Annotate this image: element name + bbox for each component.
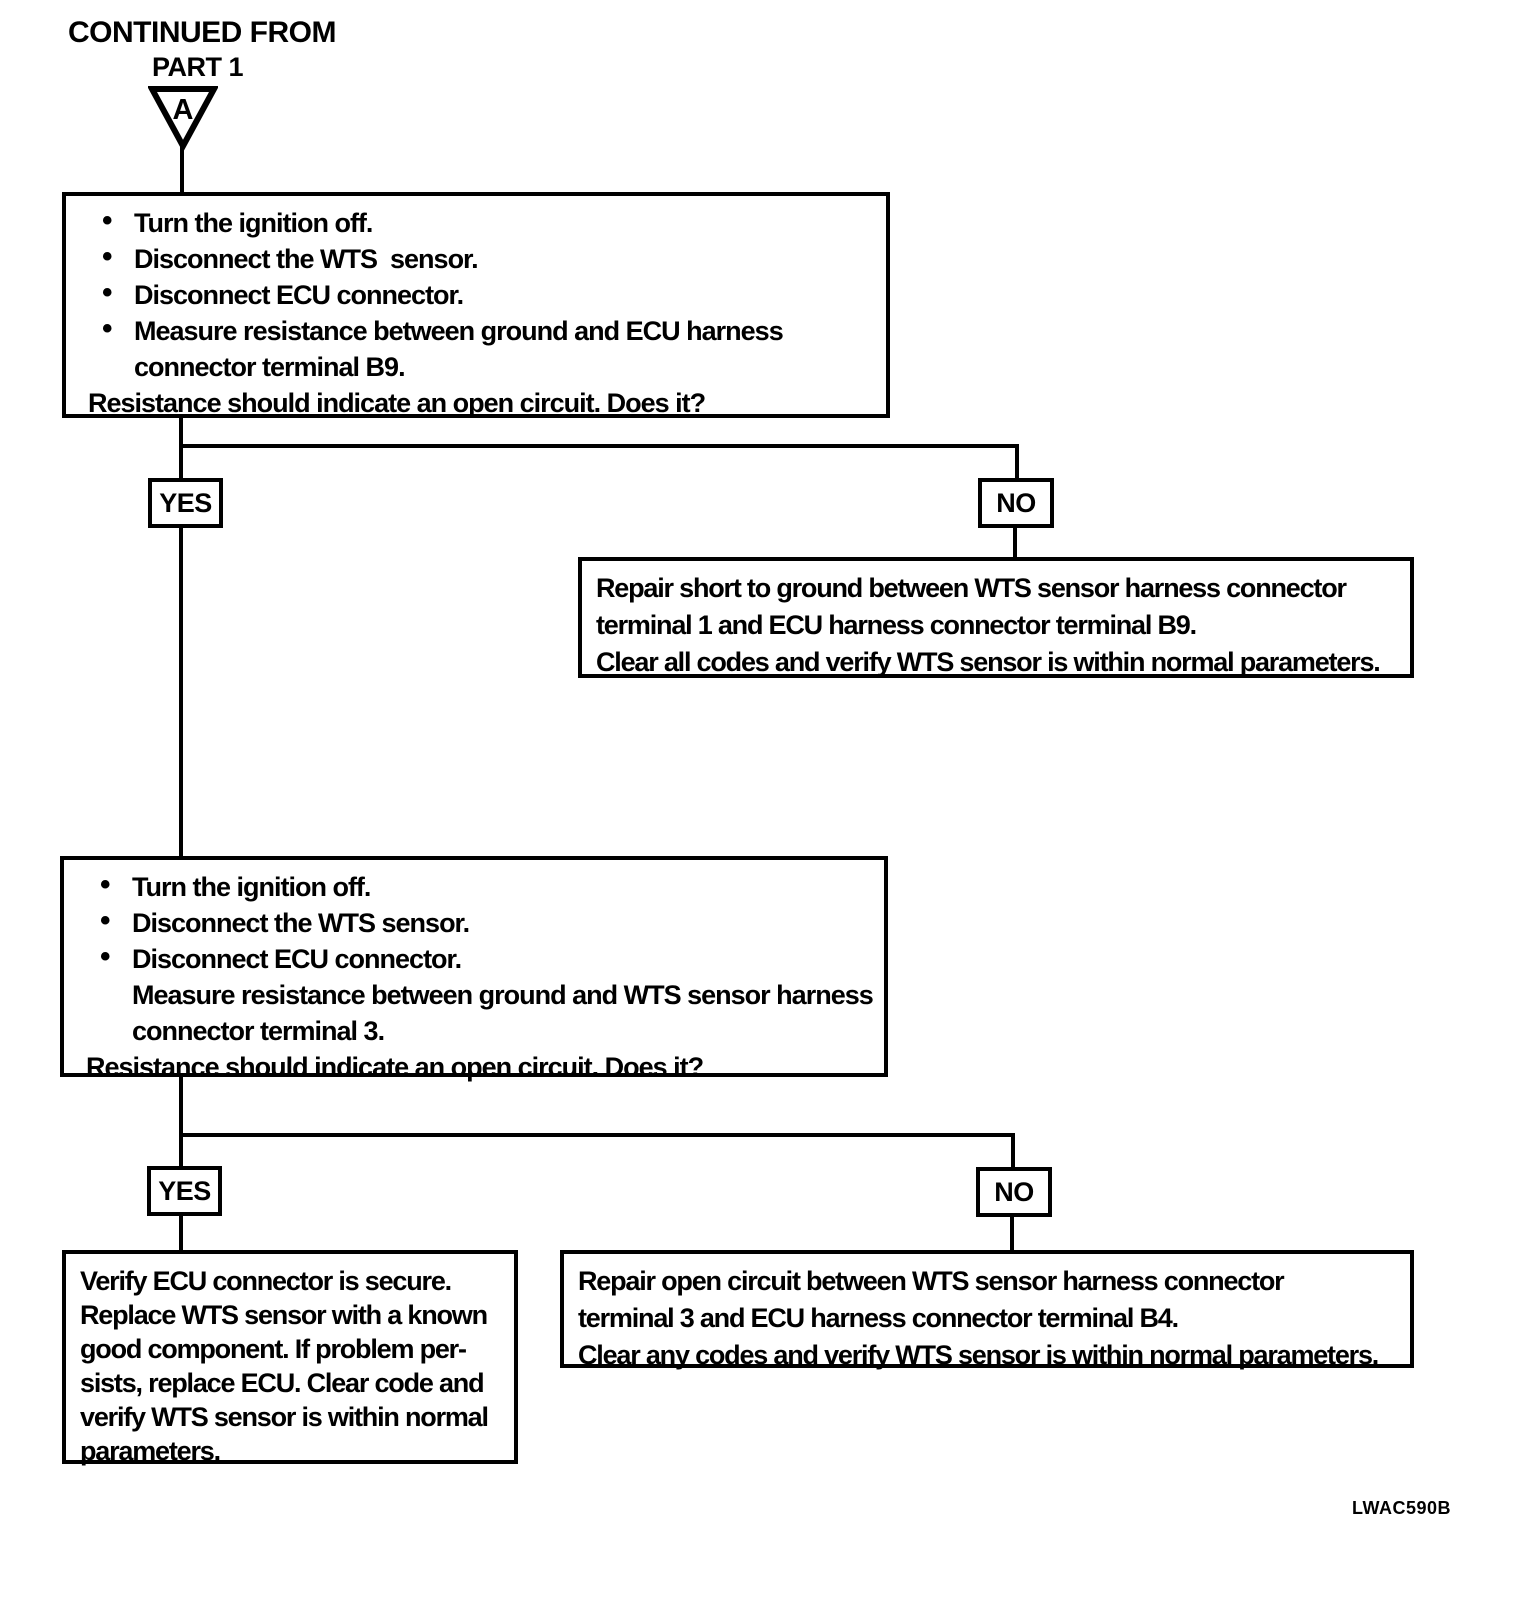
line-decision1-to-no1 <box>1015 448 1019 478</box>
box-text-row: Clear all codes and verify WTS sensor is… <box>596 647 1381 677</box>
result-yes2-text: Verify ECU connector is secure. Replace W… <box>66 1254 514 1468</box>
line-no2-to-result <box>1010 1217 1014 1252</box>
box-text-row: Measure resistance between ground and EC… <box>88 311 882 349</box>
continued-from-label: CONTINUED FROM <box>68 16 336 49</box>
line-yes1-to-step2 <box>179 527 183 857</box>
result-no1-text: Repair short to ground between WTS senso… <box>582 561 1410 681</box>
yes1-label: YES <box>159 487 212 518</box>
box-text-row: Disconnect ECU connector. <box>86 939 880 977</box>
figure-code: LWAC590B <box>1352 1498 1452 1518</box>
box-text-row: Resistance should indicate an open circu… <box>86 1052 704 1082</box>
box-text-row: terminal 1 and ECU harness connector ter… <box>596 610 1197 640</box>
box-text-row: Turn the ignition off. <box>88 203 882 241</box>
step1-text: Turn the ignition off.Disconnect the WTS… <box>66 196 886 421</box>
result-no1-box: Repair short to ground between WTS senso… <box>578 557 1414 678</box>
result-yes2-box: Verify ECU connector is secure. Replace W… <box>62 1250 518 1466</box>
box-text-row: Disconnect ECU connector. <box>88 275 882 313</box>
box-text-row: connector terminal 3. <box>132 1016 385 1046</box>
yes2-tag: YES <box>147 1166 222 1216</box>
box-text-row: Disconnect the WTS sensor. <box>86 903 880 941</box>
box-text-row: Clear any codes and verify WTS sensor is… <box>578 1340 1379 1370</box>
line-yes2-to-result <box>179 1216 183 1252</box>
box-text-row: parameters. <box>80 1436 221 1466</box>
offpage-connector-a-icon: A <box>148 86 218 151</box>
step1-box: Turn the ignition off.Disconnect the WTS… <box>62 192 890 418</box>
box-text-row: verify WTS sensor is within normal <box>80 1402 489 1432</box>
box-text-row: Resistance should indicate an open circu… <box>88 388 706 418</box>
no2-label: NO <box>994 1176 1034 1207</box>
line-a-to-step1 <box>180 145 184 194</box>
box-text-row: terminal 3 and ECU harness connector ter… <box>578 1303 1179 1333</box>
yes1-tag: YES <box>148 478 223 528</box>
no1-tag: NO <box>978 478 1054 528</box>
box-text-row: Turn the ignition off. <box>86 867 880 905</box>
box-text-row: Verify ECU connector is secure. <box>80 1266 452 1296</box>
line-step1-to-yes1 <box>179 418 183 478</box>
box-text-row: Replace WTS sensor with a known <box>80 1300 488 1330</box>
box-text-row: Repair open circuit between WTS sensor h… <box>578 1266 1285 1296</box>
box-text-row: good component. If problem per- <box>80 1334 467 1364</box>
box-text-row: Disconnect the WTS sensor. <box>88 239 882 277</box>
no2-tag: NO <box>976 1167 1052 1217</box>
part-label: PART 1 <box>152 52 244 82</box>
offpage-connector-a-label: A <box>173 94 194 126</box>
result-no2-box: Repair open circuit between WTS sensor h… <box>560 1250 1414 1370</box>
line-no1-to-result <box>1013 528 1017 558</box>
line-decision2-horizontal <box>179 1133 1015 1137</box>
step2-text: Turn the ignition off.Disconnect the WTS… <box>64 860 884 1085</box>
box-text-row: sists, replace ECU. Clear code and <box>80 1368 485 1398</box>
line-decision1-horizontal <box>179 444 1019 448</box>
line-step2-to-yes2 <box>179 1077 183 1166</box>
step2-box: Turn the ignition off.Disconnect the WTS… <box>60 856 888 1082</box>
box-text-row: Measure resistance between ground and WT… <box>132 980 874 1010</box>
box-text-row: Repair short to ground between WTS senso… <box>596 573 1347 603</box>
box-text-row: connector terminal B9. <box>134 352 406 382</box>
yes2-label: YES <box>158 1175 211 1206</box>
result-no2-text: Repair open circuit between WTS sensor h… <box>564 1254 1410 1374</box>
line-decision2-to-no2 <box>1011 1137 1015 1167</box>
no1-label: NO <box>996 487 1036 518</box>
